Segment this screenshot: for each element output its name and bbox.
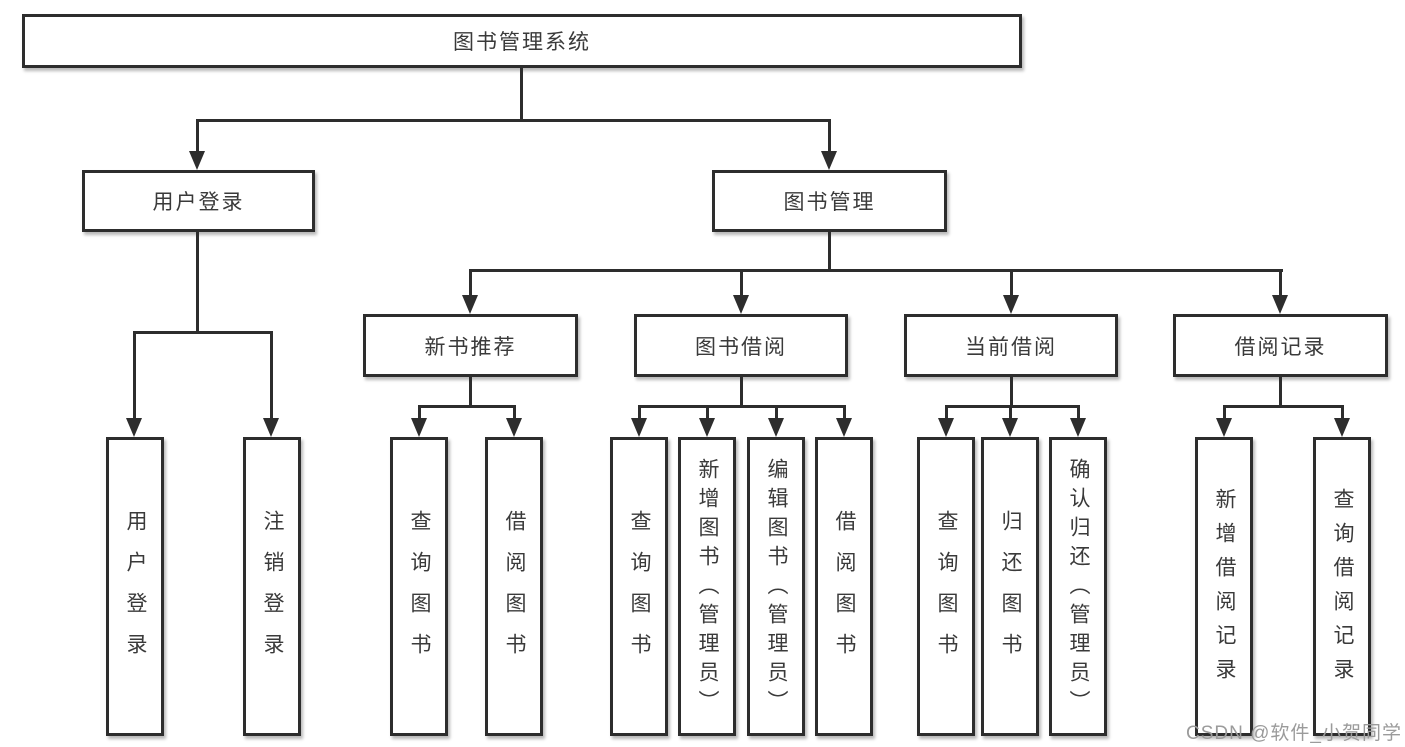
node-borrow-records: 借阅记录 — [1173, 314, 1388, 377]
leaf-borrow-books: 借阅图书 — [815, 437, 873, 736]
arrow-down-icon — [631, 418, 647, 437]
leaf-query-books-current: 查询图书 — [917, 437, 975, 736]
connector-to-book-management — [828, 119, 831, 152]
connector-book-borrow-bar — [638, 405, 846, 408]
node-library-system-label: 图书管理系统 — [453, 31, 591, 54]
arrow-down-icon — [411, 418, 427, 437]
node-new-book-recommend-label: 新书推荐 — [424, 335, 517, 359]
arrow-down-icon — [836, 418, 852, 437]
arrow-down-icon — [1003, 295, 1019, 314]
node-current-borrow: 当前借阅 — [904, 314, 1118, 377]
connector-book-borrow-stem — [740, 377, 743, 408]
connector-leaf — [1009, 405, 1012, 420]
connector-current-borrow-stem — [1010, 377, 1013, 408]
connector-level3-bar — [469, 269, 1283, 272]
node-book-borrow-label: 图书借阅 — [695, 335, 787, 359]
leaf-logout: 注销登录 — [243, 437, 301, 736]
leaf-borrow-books-recommend: 借阅图书 — [485, 437, 543, 736]
leaf-return-book: 归还图书 — [981, 437, 1039, 736]
connector-to-book-borrow — [740, 269, 743, 297]
leaf-add-book-admin-label: 新增图书（管理员） — [696, 458, 719, 719]
connector-leaf — [513, 405, 516, 420]
connector-book-management-stem — [828, 231, 831, 272]
leaf-add-borrow-record: 新增借阅记录 — [1195, 437, 1253, 736]
leaf-confirm-return-admin-label: 确认归还（管理员） — [1067, 458, 1090, 719]
node-book-management-label: 图书管理 — [783, 191, 876, 214]
node-borrow-records-label: 借阅记录 — [1234, 335, 1327, 359]
arrow-down-icon — [189, 151, 205, 170]
leaf-query-books-borrow-label: 查询图书 — [628, 509, 651, 674]
connector-leaf — [1341, 405, 1344, 420]
leaf-user-login: 用户登录 — [106, 437, 164, 736]
connector-borrow-records-bar — [1223, 405, 1344, 408]
connector-leaf — [418, 405, 421, 420]
arrow-down-icon — [733, 295, 749, 314]
connector-leaf — [1223, 405, 1226, 420]
connector-level1-bar — [196, 119, 831, 122]
leaf-borrow-books-recommend-label: 借阅图书 — [503, 509, 526, 674]
arrow-down-icon — [1002, 418, 1018, 437]
connector-new-book-stem — [469, 377, 472, 408]
arrow-down-icon — [1272, 295, 1288, 314]
leaf-user-login-label: 用户登录 — [124, 509, 147, 674]
leaf-borrow-books-label: 借阅图书 — [833, 509, 856, 674]
connector-to-user-login — [196, 119, 199, 152]
leaf-edit-book-admin-label: 编辑图书（管理员） — [765, 458, 788, 719]
watermark: CSDN @软件_小贺同学 — [1186, 718, 1402, 745]
connector-leaf — [945, 405, 948, 420]
leaf-return-book-label: 归还图书 — [999, 509, 1022, 674]
connector-leaf — [638, 405, 641, 420]
arrow-down-icon — [768, 418, 784, 437]
node-library-system: 图书管理系统 — [22, 14, 1022, 68]
arrow-down-icon — [938, 418, 954, 437]
connector-user-login-bar — [133, 331, 273, 334]
arrow-down-icon — [462, 295, 478, 314]
leaf-confirm-return-admin: 确认归还（管理员） — [1049, 437, 1107, 736]
connector-leaf — [775, 405, 778, 420]
watermark-text: CSDN @软件_小贺同学 — [1186, 723, 1402, 744]
arrow-down-icon — [821, 151, 837, 170]
leaf-query-books-recommend-label: 查询图书 — [408, 509, 431, 674]
connector-to-borrow-records — [1279, 269, 1282, 297]
connector-borrow-records-stem — [1279, 377, 1282, 408]
arrow-down-icon — [1334, 418, 1350, 437]
arrow-down-icon — [699, 418, 715, 437]
connector-leaf — [1077, 405, 1080, 420]
arrow-down-icon — [263, 418, 279, 437]
connector-new-book-bar — [418, 405, 516, 408]
node-new-book-recommend: 新书推荐 — [363, 314, 578, 377]
leaf-query-books-borrow: 查询图书 — [610, 437, 668, 736]
leaf-query-books-recommend: 查询图书 — [390, 437, 448, 736]
arrow-down-icon — [126, 418, 142, 437]
connector-to-leaf-user-login — [133, 331, 136, 420]
arrow-down-icon — [1070, 418, 1086, 437]
connector-to-leaf-logout — [270, 331, 273, 420]
node-book-management: 图书管理 — [712, 170, 947, 232]
leaf-add-borrow-record-label: 新增借阅记录 — [1213, 488, 1236, 692]
arrow-down-icon — [506, 418, 522, 437]
connector-leaf — [706, 405, 709, 420]
connector-to-current-borrow — [1010, 269, 1013, 297]
node-user-login: 用户登录 — [82, 170, 315, 232]
leaf-add-book-admin: 新增图书（管理员） — [678, 437, 736, 736]
connector-user-login-stem — [196, 231, 199, 333]
leaf-logout-label: 注销登录 — [261, 509, 284, 674]
connector-to-new-book — [469, 269, 472, 297]
connector-leaf — [843, 405, 846, 420]
leaf-query-books-current-label: 查询图书 — [935, 509, 958, 674]
node-current-borrow-label: 当前借阅 — [965, 335, 1057, 359]
leaf-edit-book-admin: 编辑图书（管理员） — [747, 437, 805, 736]
node-user-login-label: 用户登录 — [152, 191, 245, 214]
connector-root-stem — [520, 68, 523, 122]
leaf-query-borrow-record-label: 查询借阅记录 — [1331, 488, 1354, 692]
leaf-query-borrow-record: 查询借阅记录 — [1313, 437, 1371, 736]
node-book-borrow: 图书借阅 — [634, 314, 848, 377]
connector-current-borrow-bar — [945, 405, 1080, 408]
arrow-down-icon — [1216, 418, 1232, 437]
